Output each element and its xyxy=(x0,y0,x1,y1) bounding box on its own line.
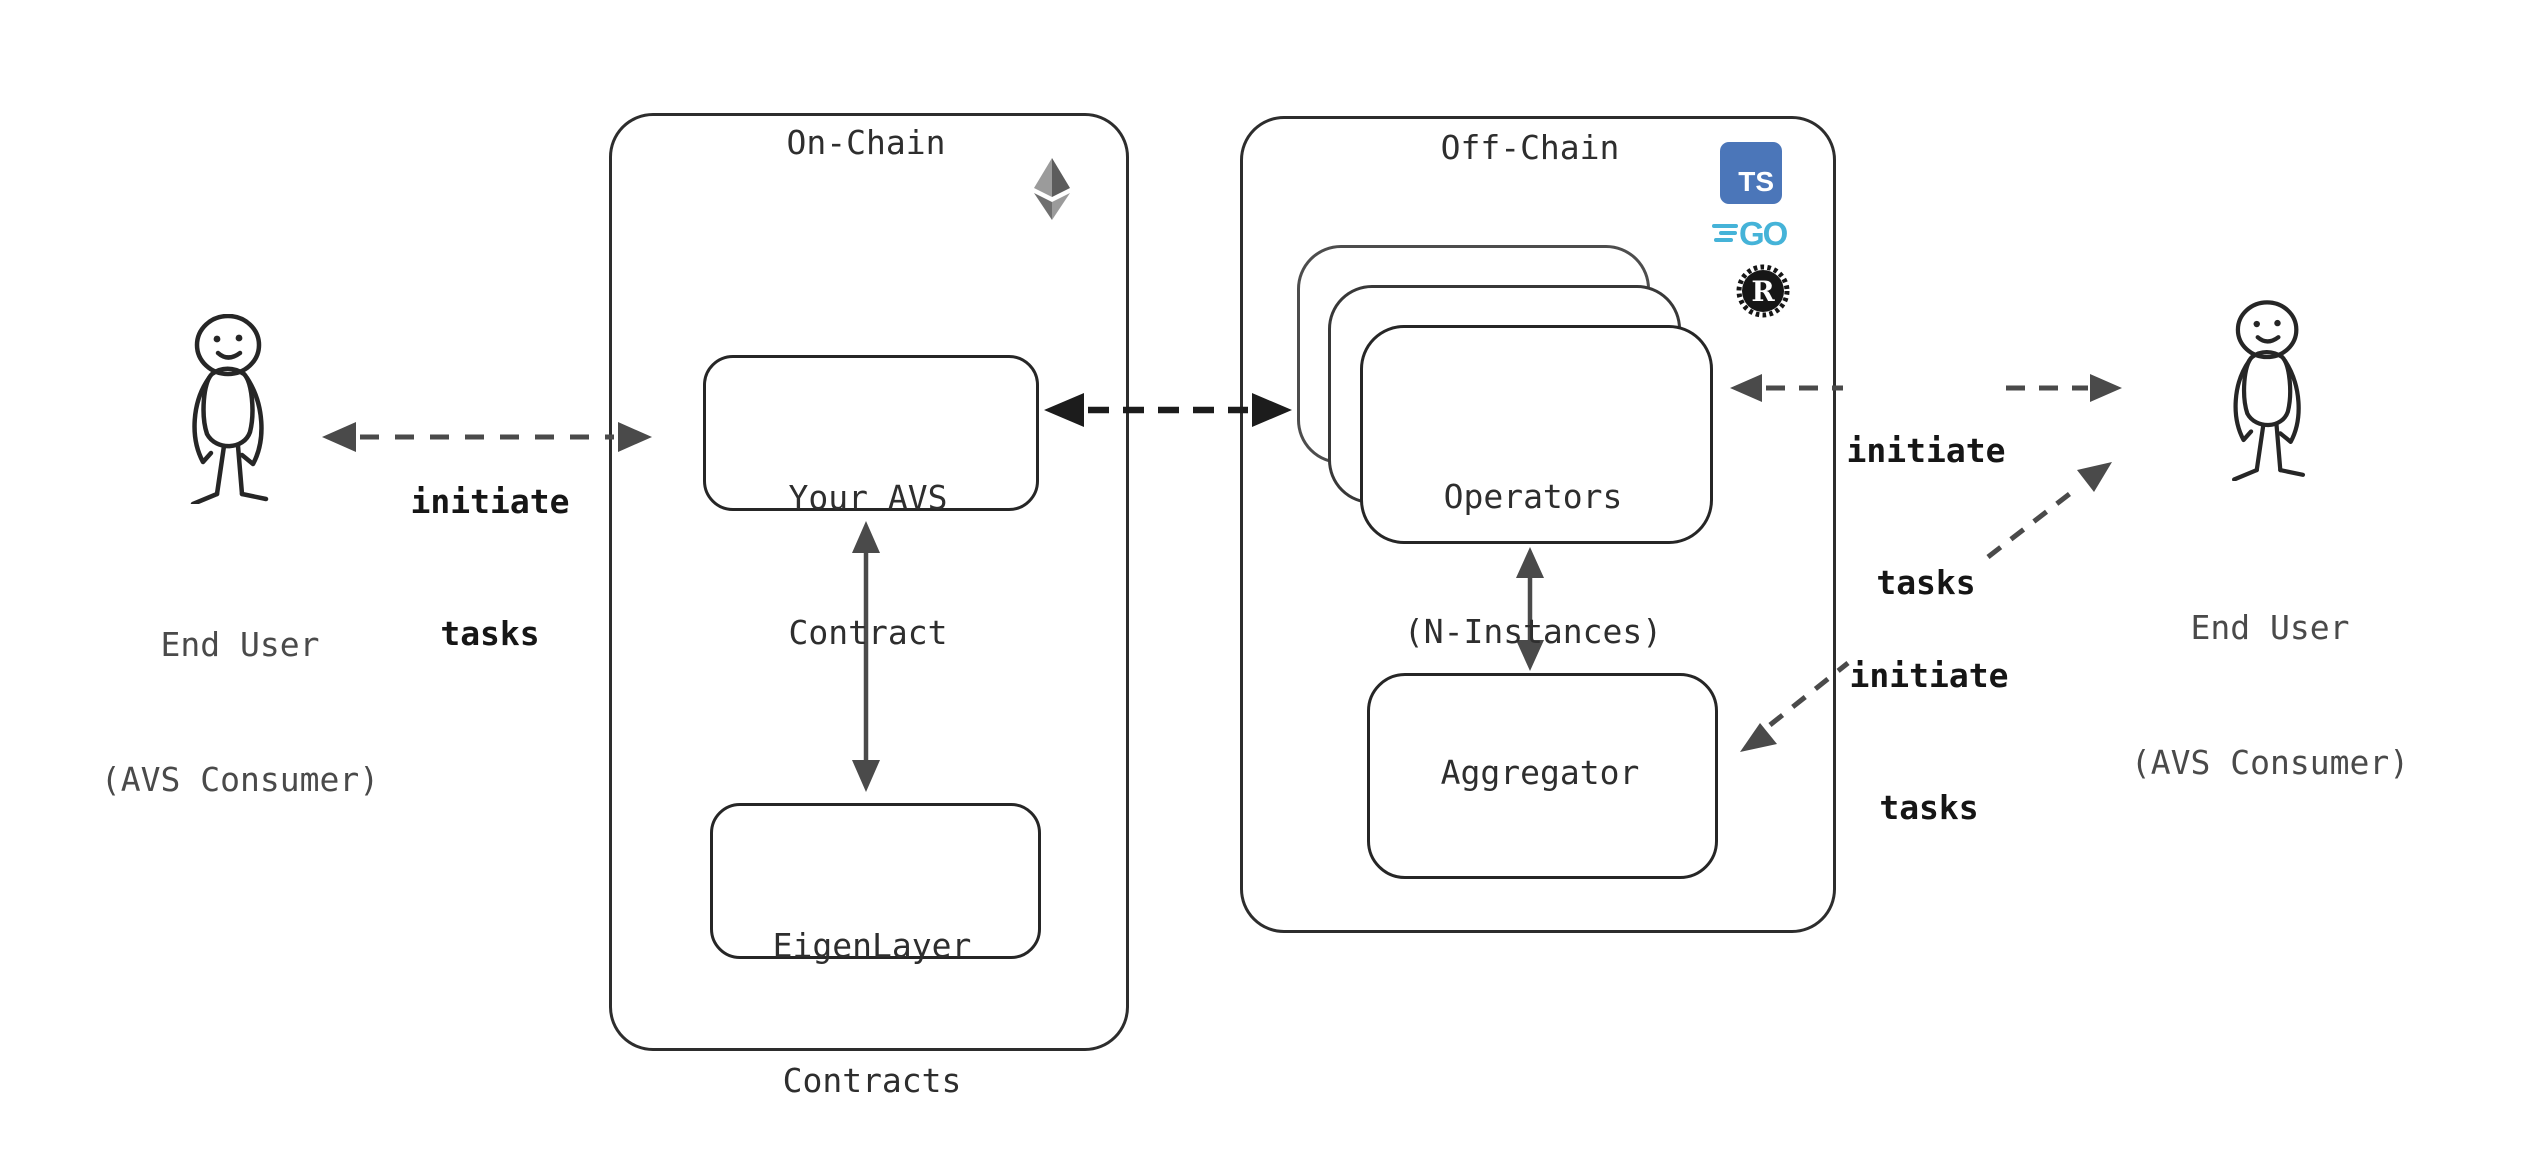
avs-contract-node xyxy=(703,355,1039,511)
ethereum-icon xyxy=(1034,158,1070,220)
aggregator-label: Aggregator xyxy=(1440,753,1640,792)
rust-logo-text: R xyxy=(1751,275,1775,308)
right-end-user-label: End User (AVS Consumer) xyxy=(2130,608,2410,782)
eigenlayer-contracts-node xyxy=(710,803,1041,959)
off-chain-title: Off-Chain xyxy=(1440,128,1620,167)
eigenlayer-contracts-label: EigenLayer Contracts xyxy=(772,926,972,1100)
typescript-logo-text: TS xyxy=(1738,166,1774,197)
avs-contract-label: Your AVS Contract xyxy=(788,478,948,652)
right-end-user-figure xyxy=(2232,300,2306,481)
edge-label-right-bottom: initiate tasks xyxy=(1849,656,2009,827)
typescript-icon: TS xyxy=(1720,142,1782,204)
operators-label: Operators (N-Instances) xyxy=(1403,477,1663,651)
rust-icon: R xyxy=(1736,264,1790,318)
left-end-user-label: End User (AVS Consumer) xyxy=(100,625,380,799)
go-logo-text: GO xyxy=(1739,215,1788,252)
left-end-user-figure xyxy=(190,314,269,504)
aggregator-node xyxy=(1367,673,1718,879)
edge-label-left: initiate tasks xyxy=(410,482,570,653)
off-chain-container xyxy=(1240,116,1836,933)
on-chain-container xyxy=(609,113,1129,1051)
edge-label-right-top: initiate tasks xyxy=(1846,431,2006,602)
operators-node xyxy=(1360,325,1713,544)
on-chain-title: On-Chain xyxy=(786,123,946,162)
go-icon: GO xyxy=(1712,215,1790,252)
